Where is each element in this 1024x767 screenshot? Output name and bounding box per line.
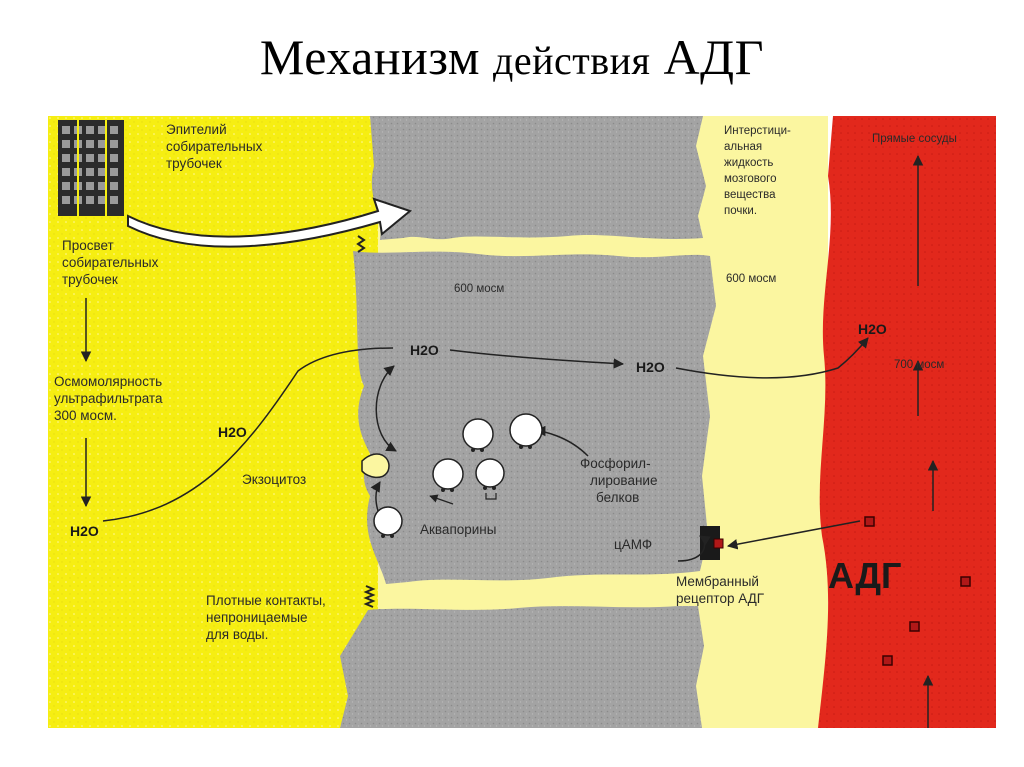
title-word-3: АДГ: [663, 29, 764, 85]
vesicle-1: [463, 419, 493, 449]
label-h2o-left: H2O: [218, 424, 247, 440]
vesicle-5: [374, 507, 402, 535]
label-camp: цАМФ: [614, 537, 652, 552]
vesicle-2: [510, 414, 542, 446]
label-blood-osm: 700 мосм: [894, 359, 944, 371]
receptor-bound-adh: [714, 539, 723, 548]
title-word-1: Механизм: [260, 29, 480, 85]
label-h2o-membrane: H2O: [636, 359, 665, 375]
label-h2o-vessel: H2O: [858, 321, 887, 337]
vesicle-4: [476, 459, 504, 487]
adh-molecule-2: [961, 577, 970, 586]
adh-molecule-4: [883, 656, 892, 665]
label-vasa-recta: Прямые сосуды: [872, 133, 957, 145]
adh-molecule-1: [865, 517, 874, 526]
label-exocytosis: Экзоцитоз: [242, 472, 306, 487]
label-h2o-lumen: H2O: [70, 523, 99, 539]
label-interstitial-osm: 600 мосм: [726, 273, 776, 285]
slide-title: Механизм действия АДГ: [0, 28, 1024, 86]
cell-bottom: [340, 606, 704, 728]
exocytosis-notch: [362, 454, 389, 477]
label-h2o-cell: H2O: [410, 342, 439, 358]
vesicle-3: [433, 459, 463, 489]
adh-molecule-3: [910, 622, 919, 631]
vasa-recta-region: [818, 116, 996, 728]
label-aquaporins: Аквапорины: [420, 522, 496, 537]
cell-top: [370, 116, 706, 240]
adh-mechanism-diagram: Эпителий собирательных трубочек Просвет …: [48, 116, 996, 728]
label-adh: АДГ: [828, 555, 901, 596]
title-word-2: действия: [493, 38, 650, 83]
collecting-duct-icon: [58, 120, 124, 216]
label-cell-osm: 600 мосм: [454, 283, 504, 295]
